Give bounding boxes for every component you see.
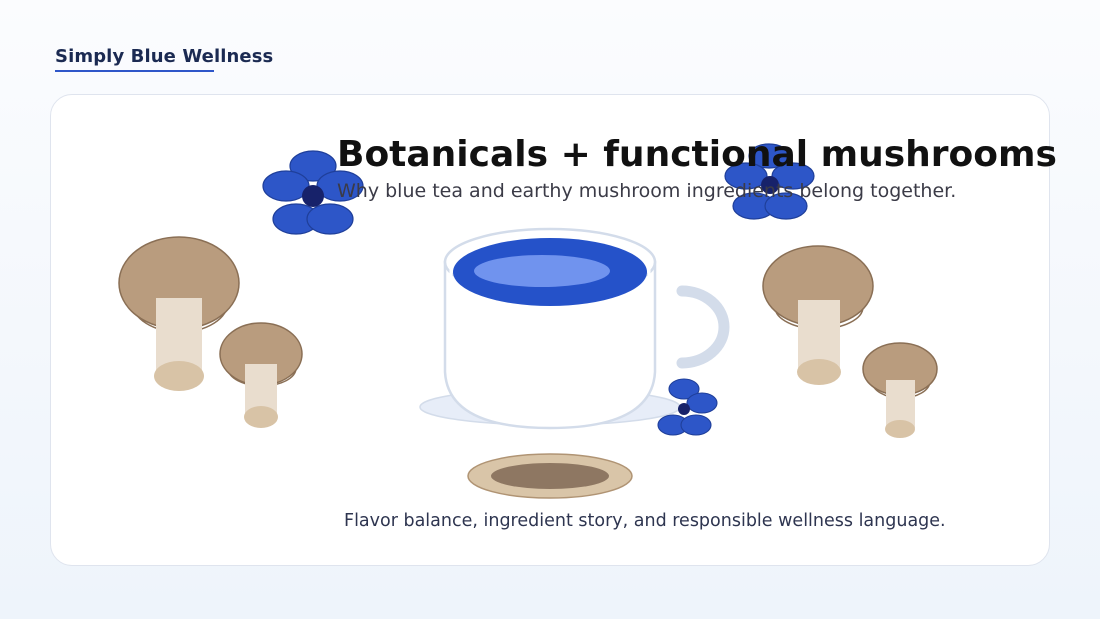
slide-caption: Flavor balance, ingredient story, and re… [344, 511, 946, 531]
mushroom-icon-left-small [219, 322, 303, 428]
slide-subtitle: Why blue tea and earthy mushroom ingredi… [337, 180, 957, 202]
mushroom-icon-right-large [762, 245, 874, 385]
tea-cup-icon [419, 227, 730, 430]
mushroom-icon-left-large [118, 236, 240, 391]
brand-name: Simply Blue Wellness [55, 46, 274, 67]
slide-title: Botanicals + functional mushrooms [337, 134, 1057, 175]
brand-underline [55, 70, 214, 72]
mushroom-slice-icon [467, 453, 633, 499]
butterfly-pea-flower-icon-right [724, 143, 815, 220]
butterfly-pea-flower-icon-left [262, 150, 364, 235]
mushroom-icon-right-small [862, 342, 938, 438]
butterfly-pea-flower-icon-small [657, 378, 718, 436]
